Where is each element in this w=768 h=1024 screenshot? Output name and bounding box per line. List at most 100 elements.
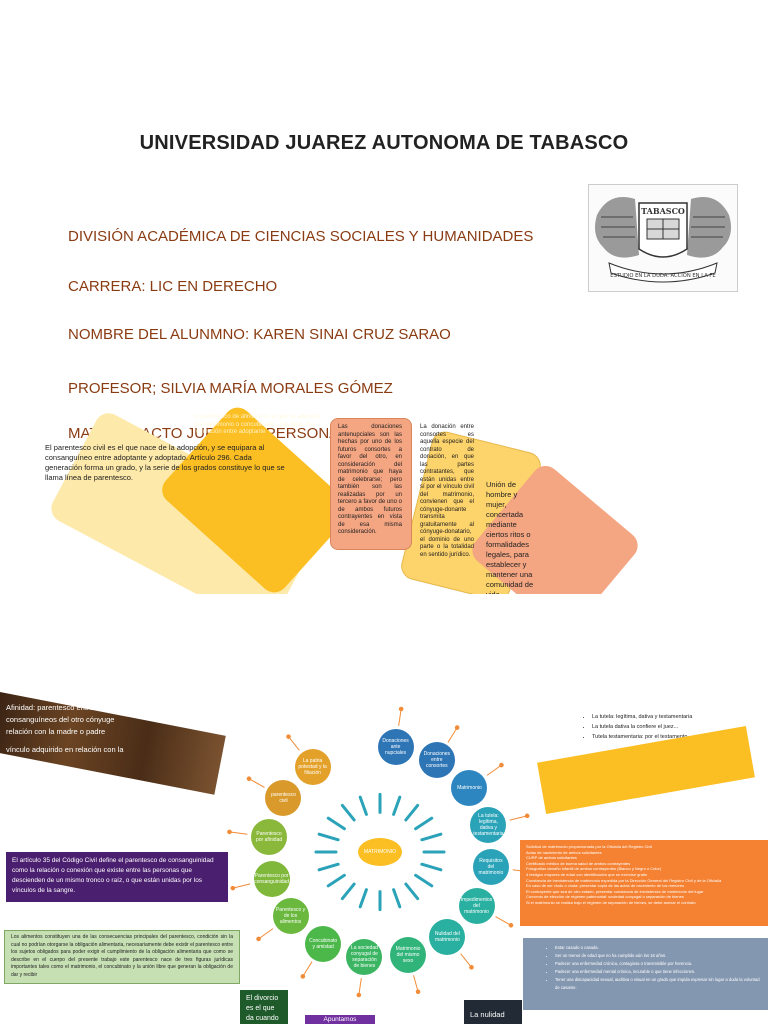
mindmap-arrowhead [227,829,232,835]
mindmap-arrow [460,953,472,968]
requisito-item: 4 testigos mayores de edad con identific… [526,871,647,877]
mindmap-ray [420,862,443,872]
mindmap-arrowhead [256,936,261,942]
mindmap-node: La sociedad conyugal de separación de bi… [346,939,383,976]
impedimentos-box: Estar casado o casada.Ser un menor de ed… [523,938,768,1010]
divorcio-box: El divorcio es el que da cuando uno o am… [240,990,288,1024]
requisito-item: Solicitud de matrimonio proporcionada po… [526,844,653,849]
mindmap-node: La patria potestad y la filiación [294,749,331,786]
professor-name: PROFESOR; SILVIA MARÍA MORALES GÓMEZ [68,380,393,397]
requisito-item: Convenio de elección de régimen patrimon… [526,894,684,900]
mindmap-arrowhead [415,989,421,995]
mindmap-arrow [398,708,402,727]
mindmap-ray [358,888,368,909]
mindmap-node: La tutela: legítima, dativa y testamenta… [470,807,507,844]
impedimentos-list: Estar casado o casada.Ser un menor de ed… [547,944,760,992]
tutela-item: Tutela testamentaria: por el testamento [592,732,758,742]
mindmap-node: Donaciones ante nupciales [377,728,414,765]
matrimonio-definition: Unión de hombre y mujer, concertada medi… [486,480,534,594]
mindmap-arrowhead [398,706,404,712]
mindmap-arrowhead [499,762,504,768]
tutela-item: La tutela dativa la confiere el juez... [592,722,758,732]
requisito-item: Certificado médico de buena salud de amb… [526,860,631,866]
mindmap-arrow [509,815,528,821]
mindmap-arrow [232,883,251,889]
mindmap-arrow [288,736,300,751]
donacion-consortes-text: La donación entre consortes es aquella e… [420,424,474,558]
afinidad-line: consanguíneos del otro cónyuge [6,715,115,724]
tutela-list: La tutela: legítima, dativa y testamenta… [578,712,758,742]
donaciones-antenupciales-text: Las donaciones antenupciales son las hec… [338,424,402,535]
afinidad-line: vínculo adquirido en relación con la [6,745,124,754]
requisito-item: Si el matrimonio se realiza bajo el régi… [526,899,696,905]
requisitos-list: Solicitud de matrimonio proporcionada po… [526,844,762,906]
mindmap-ray [392,795,402,816]
mindmap-node: Donaciones entre consortes [418,742,455,779]
mindmap-ray [404,882,420,901]
mindmap-arrow [248,778,265,788]
mindmap-ray [340,882,356,901]
mindmap-arrowhead [286,734,291,739]
university-seal: TABASCO ESTUDIO EN LA DUDA. ACCIÓN EN LA… [588,184,738,292]
mindmap-arrow [302,961,313,977]
mindmap-ray [317,832,340,842]
mindmap-arrow [229,831,248,835]
mindmap-arrowhead [230,885,236,891]
mindmap-node: Requisitos del matrimonio [472,848,509,885]
university-title: UNIVERSIDAD JUAREZ AUTONOMA DE TABASCO [139,132,629,154]
requisito-item: Fotografías tamaño infantil de ambos con… [526,866,662,872]
nulidad-box: La nulidad [464,1000,522,1024]
carrera-label: CARRERA: LIC EN DERECHO [68,278,278,295]
student-name: NOMBRE DEL ALUNMNO: KAREN SINAI CRUZ SAR… [68,326,451,343]
mindmap-ray [392,888,402,909]
mindmap-ray [340,803,356,822]
seal-top-text: TABASCO [641,206,685,216]
mindmap-arrowhead [356,992,362,998]
afinidad-line: relación con la madre o padre [6,727,106,736]
mindmap-arrowhead [246,776,252,782]
requisitos-box: Solicitud de matrimonio proporcionada po… [520,840,768,926]
mindmap-node: Parentesco por afinidad [251,819,288,856]
mindmap-ray [317,862,340,872]
seal-motto: ESTUDIO EN LA DUDA. ACCIÓN EN LA FE [610,272,715,279]
faded-text: El parentesco de afinidad es el que se a… [194,414,321,435]
afinidad-text: Afinidad: parentesco entre consanguíneos… [6,702,156,756]
tutela-item: La tutela: legítima, dativa y testamenta… [592,712,758,722]
mindmap-center: MATRIMONIO [358,838,402,866]
fan-slide-area [0,400,768,594]
apuntamos-box: Apuntamos [305,1015,375,1024]
mindmap-node: Nulidad del matrimonio [429,918,466,955]
requisito-item: CURP de ambos solicitantes [526,855,577,861]
requisito-item: En caso de ser viudo o viuda: presentar … [526,883,685,889]
mindmap-arrow [258,928,274,940]
mindmap-node: Impedimentos del matrimonio [458,888,495,924]
mindmap-arrow [413,975,419,992]
mindmap-ray [420,832,443,842]
fan-shape-coral [330,418,412,550]
articulo-35-box: El artículo 35 del Código Civil define e… [6,852,228,902]
mindmap-ray [404,803,420,822]
mindmap-ray [414,873,434,888]
afinidad-line: Afinidad: parentesco entre [6,703,94,712]
mindmap-node: Matrimonio [451,769,488,806]
impedimento-item: Estar casado o casada. [555,944,760,952]
mindmap-arrowhead [469,965,474,970]
mindmap-ray [414,816,434,831]
mindmap-node: Parentesco por consanguinidad [253,860,290,897]
requisito-item: Actas de nacimiento de ambos solicitante… [526,849,602,855]
mindmap-arrow [495,916,512,926]
requisito-item: Constancia de inexistencia de matrimonio… [526,877,722,883]
mindmap-arrowhead [508,922,514,928]
impedimento-item: Padecer una enfermedad mental crónica, i… [555,968,760,976]
mindmap-node: parentesco civil [265,779,302,816]
mindmap-ray [358,795,368,816]
mindmap-ray [326,816,346,831]
mindmap-node: Parentesco y de los alimentos [272,898,309,935]
mindmap-arrow [486,764,502,776]
mindmap-arrow [447,727,458,743]
mindmap-node: Concubinato y amistad [305,925,342,962]
alimentos-box: Los alimentos constituyen una de las con… [4,930,240,984]
impedimento-item: Padecer una enfermedad crónica, contagio… [555,960,760,968]
mindmap-arrowhead [454,725,460,730]
parentesco-civil-text: El parentesco civil es el que nace de la… [45,443,285,482]
